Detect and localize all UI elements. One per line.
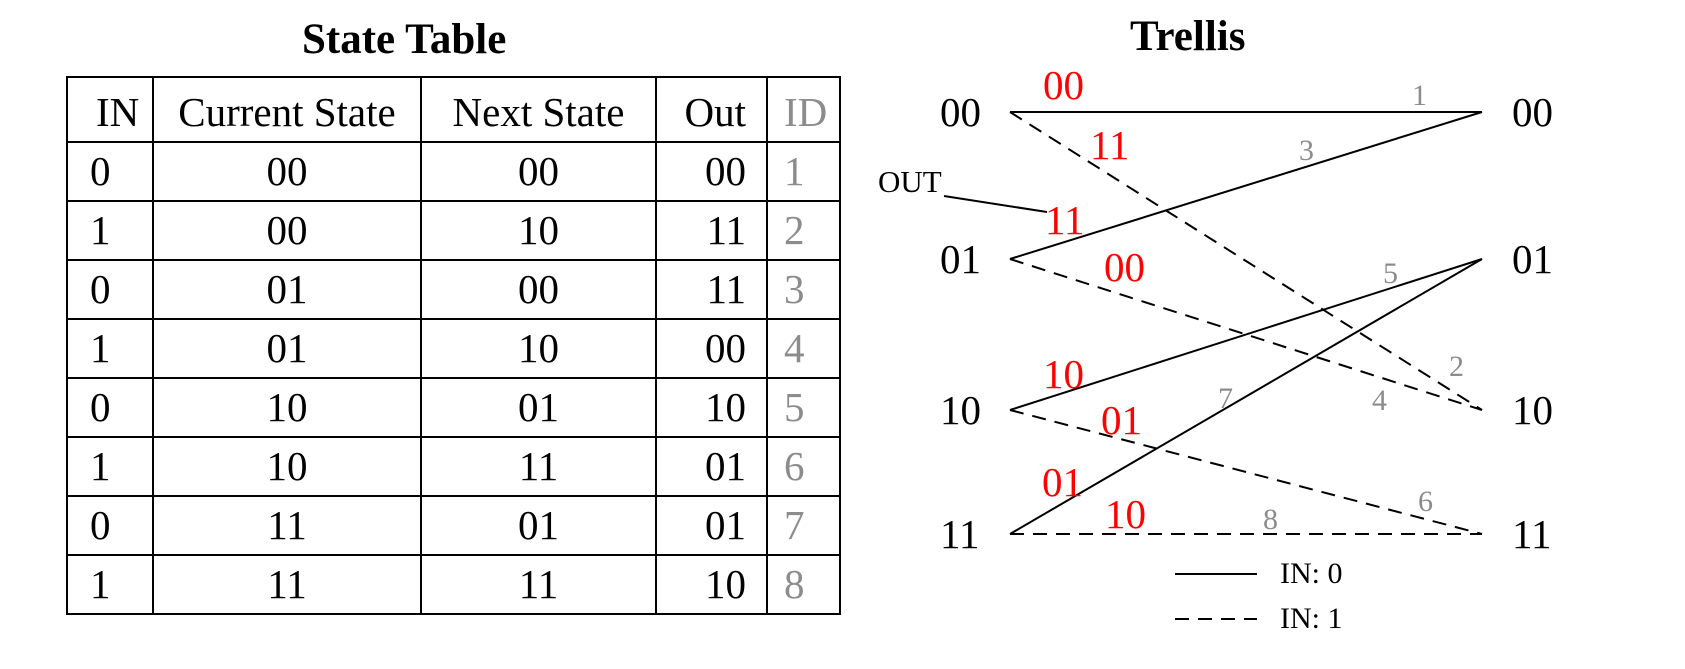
edge-output-label-2: 11 — [1090, 122, 1129, 168]
trellis-edge-7 — [1009, 258, 1483, 535]
cell-current-state: 00 — [152, 200, 422, 261]
cell-id: 2 — [766, 200, 841, 261]
cell-next-state: 11 — [420, 554, 657, 615]
cell-in: 0 — [66, 259, 154, 320]
cell-out: 00 — [655, 318, 768, 379]
state-label-right-11: 11 — [1512, 511, 1551, 557]
cell-id: 8 — [766, 554, 841, 615]
cell-in: 1 — [66, 318, 154, 379]
trellis-edge-2 — [1009, 111, 1483, 411]
cell-current-state: 10 — [152, 436, 422, 497]
trellis-edge-3 — [1009, 111, 1483, 260]
cell-current-state: 01 — [152, 259, 422, 320]
state-label-right-01: 01 — [1512, 236, 1553, 282]
edge-id-label-7: 7 — [1218, 382, 1233, 415]
table-row: 1 10 11 01 6 — [66, 436, 841, 497]
header-next-state: Next State — [420, 76, 657, 143]
cell-in: 0 — [66, 495, 154, 556]
edge-id-label-4: 4 — [1372, 384, 1387, 417]
trellis-edge-6 — [1009, 409, 1483, 535]
table-row: 0 11 01 01 7 — [66, 495, 841, 556]
header-in: IN — [66, 76, 154, 143]
cell-id: 4 — [766, 318, 841, 379]
cell-current-state: 01 — [152, 318, 422, 379]
cell-in: 0 — [66, 141, 154, 202]
header-id: ID — [766, 76, 841, 143]
cell-next-state: 10 — [420, 200, 657, 261]
cell-current-state: 10 — [152, 377, 422, 438]
legend: IN: 0 IN: 1 — [1175, 557, 1343, 635]
trellis-title: Trellis — [1130, 13, 1246, 60]
table-row: 0 00 00 00 1 — [66, 141, 841, 202]
cell-id: 1 — [766, 141, 841, 202]
edge-id-label-6: 6 — [1418, 485, 1433, 518]
state-label-left-00: 00 — [940, 89, 981, 135]
state-table: IN Current State Next State Out ID 0 00 … — [66, 76, 841, 615]
trellis-edge-5 — [1009, 258, 1483, 411]
edge-output-label-8: 10 — [1105, 491, 1146, 537]
trellis-edges — [1009, 111, 1483, 535]
legend-label-dashed: IN: 1 — [1280, 602, 1343, 635]
cell-current-state: 11 — [152, 554, 422, 615]
out-pointer-line — [943, 195, 1048, 213]
cell-next-state: 01 — [420, 495, 657, 556]
cell-current-state: 11 — [152, 495, 422, 556]
edge-id-label-8: 8 — [1263, 503, 1278, 536]
cell-in: 0 — [66, 377, 154, 438]
edge-output-label-7: 01 — [1042, 459, 1083, 505]
table-row: 1 01 10 00 4 — [66, 318, 841, 379]
cell-next-state: 11 — [420, 436, 657, 497]
table-row: 1 11 11 10 8 — [66, 554, 841, 615]
table-row: 1 00 10 11 2 — [66, 200, 841, 261]
cell-out: 11 — [655, 259, 768, 320]
cell-next-state: 00 — [420, 141, 657, 202]
edge-id-label-1: 1 — [1412, 79, 1427, 112]
state-label-left-10: 10 — [940, 387, 981, 433]
state-label-right-10: 10 — [1512, 387, 1553, 433]
edge-output-label-5: 10 — [1043, 351, 1084, 397]
edge-output-label-3: 11 — [1045, 197, 1084, 243]
cell-next-state: 01 — [420, 377, 657, 438]
state-label-right-00: 00 — [1512, 89, 1553, 135]
cell-id: 3 — [766, 259, 841, 320]
out-pointer: OUT — [878, 164, 1048, 213]
state-table-title: State Table — [302, 16, 507, 63]
cell-out: 00 — [655, 141, 768, 202]
cell-id: 7 — [766, 495, 841, 556]
edge-output-label-1: 00 — [1043, 62, 1084, 108]
state-label-left-01: 01 — [940, 236, 981, 282]
table-header-row: IN Current State Next State Out ID — [66, 76, 841, 143]
cell-out: 10 — [655, 377, 768, 438]
edge-id-label-2: 2 — [1449, 350, 1464, 383]
cell-out: 11 — [655, 200, 768, 261]
header-current-state: Current State — [152, 76, 422, 143]
cell-out: 10 — [655, 554, 768, 615]
cell-id: 5 — [766, 377, 841, 438]
table-row: 0 10 01 10 5 — [66, 377, 841, 438]
trellis-edge-4 — [1009, 258, 1483, 411]
legend-label-solid: IN: 0 — [1280, 557, 1343, 590]
cell-in: 1 — [66, 436, 154, 497]
cell-in: 1 — [66, 554, 154, 615]
cell-next-state: 10 — [420, 318, 657, 379]
out-pointer-label: OUT — [878, 164, 942, 199]
state-label-left-11: 11 — [940, 511, 979, 557]
cell-id: 6 — [766, 436, 841, 497]
edge-id-label-5: 5 — [1383, 257, 1398, 290]
edge-id-label-3: 3 — [1299, 134, 1314, 167]
edge-output-label-6: 01 — [1101, 397, 1142, 443]
cell-next-state: 00 — [420, 259, 657, 320]
edge-output-label-4: 00 — [1104, 244, 1145, 290]
cell-out: 01 — [655, 495, 768, 556]
cell-out: 01 — [655, 436, 768, 497]
cell-in: 1 — [66, 200, 154, 261]
cell-current-state: 00 — [152, 141, 422, 202]
header-out: Out — [655, 76, 768, 143]
table-row: 0 01 00 11 3 — [66, 259, 841, 320]
